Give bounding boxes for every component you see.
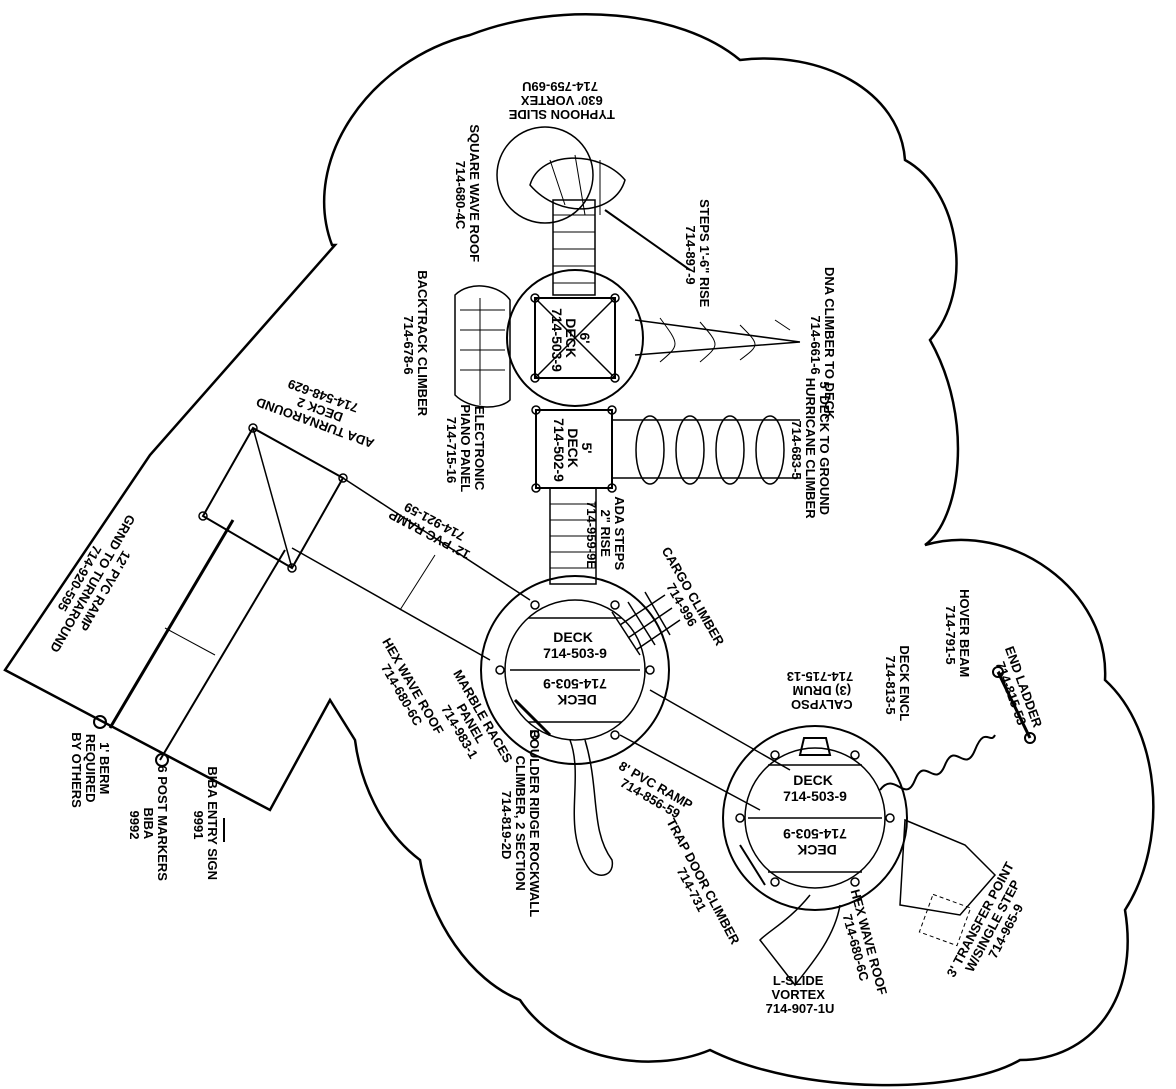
label-pvc-ramp-8: 8' PVC RAMP 714-856-59 (609, 758, 698, 826)
label-hex-deck-a: DECK 714-503-9 (543, 629, 607, 661)
label-backtrack-climber: BACKTRACK CLIMBER 714-678-6 (401, 270, 430, 420)
hex-deck-center (480, 575, 670, 765)
label-hover-beam: HOVER BEAM 714-791-5 (943, 589, 972, 681)
label-boulder-ridge: BOULDER RIDGE ROCKWALL CLIMBER, 2 SECTIO… (499, 729, 542, 920)
label-calypso-drum: CALYPSO (3) DRUM 714-715-13 (787, 669, 854, 712)
label-mid-deck: 5' DECK 714-502-9 (551, 418, 595, 482)
label-right-deck-a: DECK 714-503-9 (783, 772, 847, 804)
calypso-drum (798, 737, 832, 756)
boulder-ridge-climber (569, 739, 614, 876)
label-post-markers: 6 POST MARKERS BIBA 9992 (127, 765, 170, 884)
label-deck-encl: DECK ENCL 714-813-5 (883, 645, 912, 724)
label-grnd-ramp: 12' PVC RAMP GRND TO TURNAROUND 714-920-… (33, 505, 150, 665)
l-slide (759, 894, 841, 987)
top-deck (506, 269, 644, 407)
trap-door-climber (739, 844, 766, 886)
label-hex-wave-roof-left: HEX WAVE ROOF 714-680-6C (367, 635, 448, 747)
label-top-deck: 6' DECK 714-503-9 (549, 308, 593, 372)
transfer-point (899, 818, 997, 947)
label-cargo-climber: CARGO CLIMBER 714-996 (647, 544, 730, 658)
label-entry-sign: BIBA ENTRY SIGN 9991 (191, 766, 220, 883)
label-hurricane-climber: 5' DECK TO GROUND HURRICANE CLIMBER 714-… (789, 378, 832, 522)
label-trap-door: TRAP DOOR CLIMBER 714-731 (651, 816, 744, 957)
pvc-ramp-12 (291, 477, 531, 661)
label-end-ladder: END LADDER 714-815-53 (989, 644, 1047, 737)
label-square-wave-roof: SQUARE WAVE ROOF 714-680-4C (453, 124, 482, 265)
end-ladder (992, 666, 1036, 744)
backtrack-climber (454, 285, 511, 408)
grnd-to-turnaround-ramp (93, 519, 286, 767)
label-l-slide: L-SLIDE VORTEX 714-907-1U (766, 973, 835, 1016)
label-steps: STEPS 1'-6" RISE 714-897-9 (683, 199, 712, 311)
label-ada-steps: ADA STEPS 2" RISE 714-959-9E (584, 496, 627, 574)
label-typhoon-slide: TYPHOON SLIDE 630' VORTEX 714-759-69U (505, 79, 615, 122)
label-right-deck-b: DECK 714-503-9 (783, 826, 847, 858)
marble-races-panel (513, 698, 552, 737)
label-berm: 1' BERM REQUIRED BY OTHERS (69, 732, 112, 808)
ada-turnaround-deck (198, 423, 348, 573)
hex-deck-right (722, 725, 908, 911)
label-dna-climber: DNA CLIMBER TO DECK 714-661-6 (808, 267, 837, 423)
typhoon-slide (496, 126, 626, 224)
label-pvc-ramp-12: 12' PVC RAMP 714-921-59 (383, 493, 479, 562)
label-piano-panel: ELECTRONIC PIANO PANEL 714-715-16 (444, 404, 487, 495)
site-boundary-cloud (3, 13, 1155, 1087)
steps-ladder (552, 199, 596, 296)
dna-climber (634, 317, 801, 363)
ada-steps (549, 487, 597, 585)
hurricane-climber (612, 415, 800, 485)
label-hex-deck-b: DECK 714-503-9 (543, 676, 607, 708)
steps-leader (604, 209, 691, 271)
cargo-climber (611, 591, 681, 656)
hover-beam (879, 734, 996, 791)
label-transfer-point: 3' TRANSFER POINT W/SINGLE STEP 714-965-… (943, 856, 1043, 992)
pvc-ramp-8 (619, 689, 791, 811)
